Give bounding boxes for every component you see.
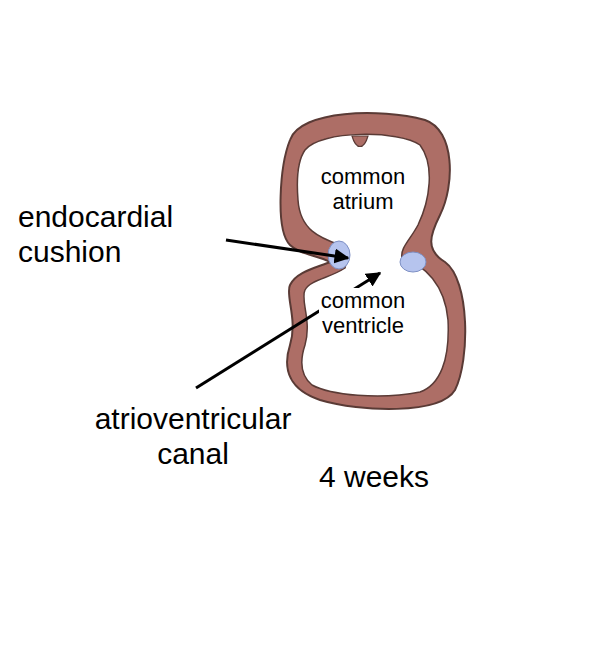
leader-arrow bbox=[226, 240, 348, 258]
part-label: endocardial cushion bbox=[18, 200, 223, 269]
chamber-label: common ventricle bbox=[305, 288, 421, 339]
text-ground: common atrium bbox=[319, 164, 407, 214]
part-label: atrioventricular canal bbox=[62, 402, 324, 471]
age-label: 4 weeks bbox=[304, 460, 444, 495]
text-ground: common ventricle bbox=[319, 288, 407, 338]
chamber-label: common atrium bbox=[308, 164, 418, 215]
heart-wall bbox=[281, 113, 466, 409]
